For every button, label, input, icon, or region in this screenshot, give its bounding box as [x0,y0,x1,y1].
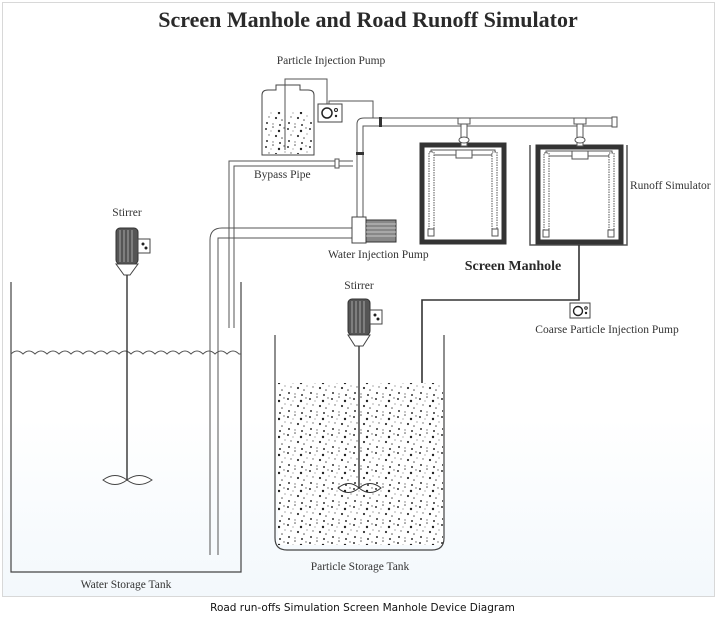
label-particle-storage-tank: Particle Storage Tank [311,561,410,573]
coarse-particle-injection-pump [569,302,591,319]
label-stirrer-left: Stirrer [112,207,142,219]
water-storage-tank [10,282,242,573]
screen-manhole [419,117,507,245]
figure-caption: Road run-offs Simulation Screen Manhole … [210,602,515,614]
water-surface [10,350,241,355]
label-particle-injection-pump: Particle Injection Pump [277,55,386,67]
bypass-pipe [228,158,353,328]
stirrer-left [102,227,153,485]
label-bypass-pipe: Bypass Pipe [254,169,311,181]
stirrer-center [337,298,383,493]
label-water-injection-pump: Water Injection Pump [328,249,429,261]
particle-injection-pump [317,100,374,123]
label-runoff-simulator: Runoff Simulator [630,180,711,192]
riser-pipe [356,116,618,228]
water-injection-pump [351,216,397,244]
label-water-storage-tank: Water Storage Tank [81,579,172,591]
device-diagram: Screen Manhole and Road Runoff Simulator… [10,7,711,591]
label-screen-manhole: Screen Manhole [465,259,562,274]
label-coarse-particle-injection-pump: Coarse Particle Injection Pump [535,324,679,336]
particle-injection-bottle [261,78,328,156]
water-feed-pipe [209,227,358,555]
particle-storage-tank [274,335,445,551]
label-stirrer-center: Stirrer [344,280,374,292]
runoff-simulator [529,117,628,246]
diagram-title: Screen Manhole and Road Runoff Simulator [158,7,578,32]
